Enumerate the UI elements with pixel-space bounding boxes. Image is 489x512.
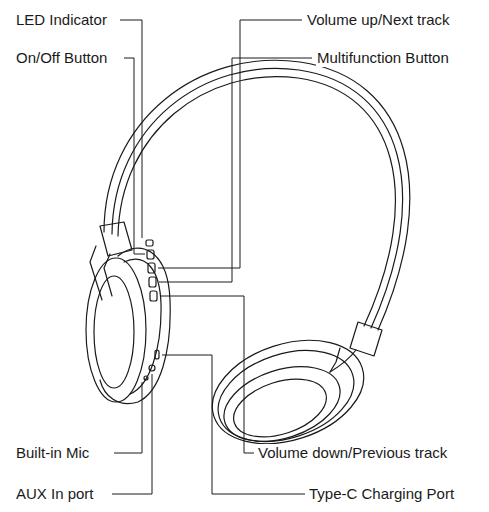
part-label: Type-C Charging Port: [308, 485, 455, 503]
mic-hole: [144, 376, 148, 380]
leader-typec: [162, 355, 305, 494]
part-label: Multifunction Button: [316, 49, 450, 67]
volume-up-button: [148, 263, 155, 273]
leader-led: [120, 20, 142, 238]
part-label: AUX In port: [15, 485, 95, 503]
leader-multifunction: [159, 58, 312, 282]
headband-edge: [112, 68, 403, 328]
led-indicator: [146, 240, 153, 246]
leader-volume-down: [160, 296, 254, 453]
leader-mic: [114, 382, 142, 453]
right-earcup-face: [226, 368, 333, 447]
volume-down-button: [150, 291, 157, 301]
right-earcup-ring: [206, 334, 365, 457]
part-label: Built-in Mic: [15, 444, 90, 462]
type-c-port: [155, 350, 159, 359]
part-label: Volume down/Previous track: [257, 444, 448, 462]
on-off-button: [147, 250, 154, 259]
leader-aux: [112, 374, 152, 494]
right-earcup-body: [199, 322, 377, 462]
left-earcup-face: [94, 276, 134, 388]
part-label: On/Off Button: [15, 49, 108, 67]
left-earcup-cushion: [86, 258, 146, 402]
right-connector: [330, 350, 356, 372]
part-label: Volume up/Next track: [306, 11, 451, 29]
multifunction-button: [149, 277, 156, 287]
left-earcup-ring: [124, 259, 161, 394]
leader-onoff: [124, 58, 145, 254]
aux-port: [149, 365, 155, 371]
left-earcup-body: [100, 248, 170, 403]
right-earcup-cushion: [214, 353, 349, 455]
part-label: LED Indicator: [15, 11, 108, 29]
leader-volume-up: [158, 20, 302, 268]
headband: [104, 60, 410, 330]
